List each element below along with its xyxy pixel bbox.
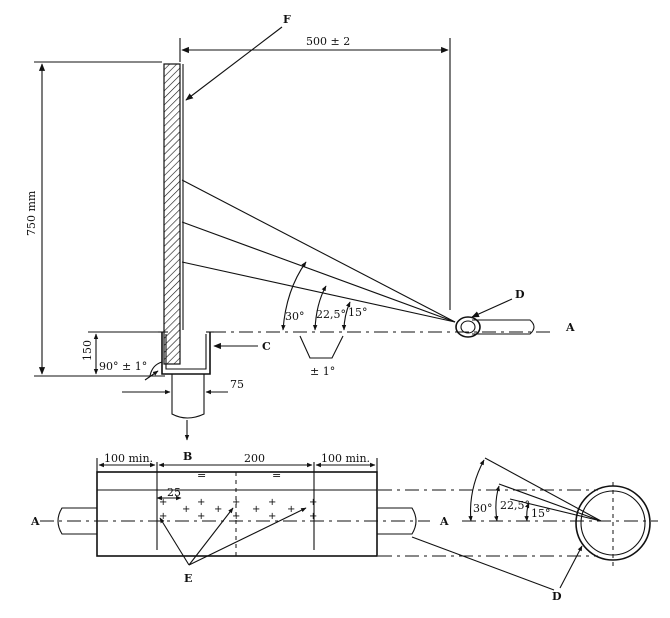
front-view: 100 min. 200 100 min. = = 25 + + + + + +… [30,452,658,603]
svg-text:+: + [309,497,317,508]
impact-marks: + + + + + + + + + + + + + + [159,497,317,522]
dim-25: 25 [167,486,181,499]
label-C: C [262,340,271,353]
angle-22-5-top: 22,5° [316,308,346,321]
label-E: E [184,572,192,585]
rod-left [57,507,97,535]
dim-200: 200 [244,452,265,465]
target-plate [163,63,181,365]
svg-text:+: + [197,497,205,508]
label-B: B [183,450,192,463]
svg-text:+: + [214,504,222,515]
support-post [171,374,205,419]
svg-text:+: + [232,511,240,522]
tol-1: ± 1° [310,365,335,378]
dim-75: 75 [230,378,244,391]
launcher-rod [472,319,535,335]
svg-text:+: + [268,497,276,508]
svg-text:+: + [252,504,260,515]
side-view: 500 ± 2 F 750 mm 150 90° ± 1° C 75 B [25,13,575,463]
label-A-top: A [565,321,575,334]
angle-90: 90° ± 1° [99,360,147,373]
svg-text:+: + [197,511,205,522]
dim-150: 150 [81,340,94,361]
eq-left: = [197,469,206,482]
angle-22-5-bottom: 22,5° [500,499,530,512]
angle-30-top: 30° [285,310,305,323]
label-A-left: A [30,515,40,528]
svg-text:+: + [287,504,295,515]
svg-text:+: + [159,511,167,522]
label-D-bottom: D [552,590,562,603]
svg-text:+: + [232,497,240,508]
angle-30-bottom: 30° [473,502,493,515]
dim-750: 750 mm [25,190,38,236]
label-F: F [283,13,291,26]
svg-text:+: + [182,504,190,515]
angle-15-bottom: 15° [531,507,551,520]
holder-cup [161,332,211,375]
dim-100-left: 100 min. [104,452,153,465]
label-A-right: A [439,515,449,528]
svg-text:+: + [268,511,276,522]
dim-100-right: 100 min. [321,452,370,465]
launcher-head [455,316,481,338]
eq-right: = [272,469,281,482]
svg-text:+: + [309,511,317,522]
angle-15-top: 15° [348,306,368,319]
svg-text:+: + [159,497,167,508]
label-D-top: D [515,288,525,301]
tolerance-funnel [299,335,344,359]
rod-right [377,507,417,535]
dim-500: 500 ± 2 [306,35,350,48]
target-block [96,471,378,557]
